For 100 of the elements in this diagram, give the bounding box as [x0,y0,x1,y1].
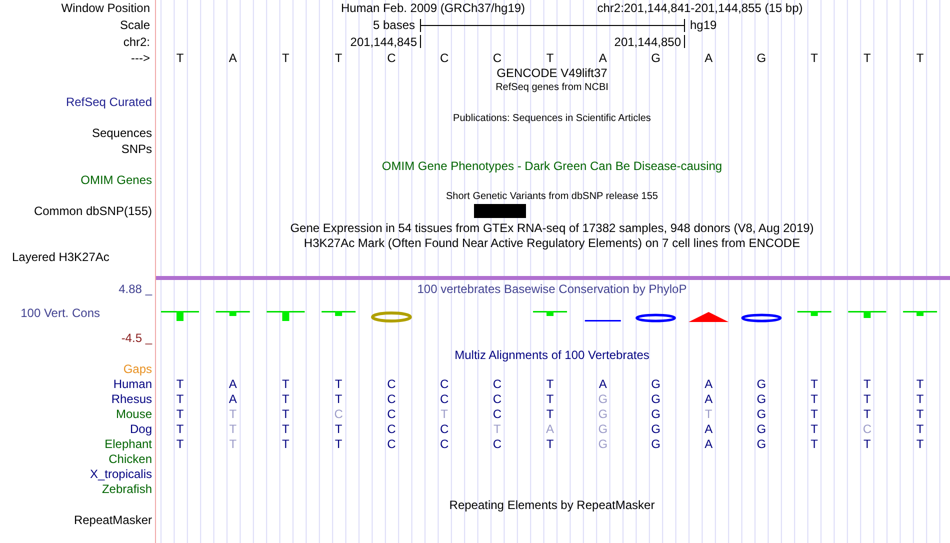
base-letter: G [598,422,608,436]
base-letter: G [756,392,766,406]
base-letter: A [228,51,237,65]
track-label: RepeatMasker [74,513,152,527]
species-label: Mouse [116,407,152,421]
base-letter: A [704,51,713,65]
base-letter: C [492,51,502,65]
track-label: chr2: [123,35,150,49]
track-label: OMIM Genes [80,173,152,187]
base-letter: T [176,377,184,391]
base-letter: T [334,392,342,406]
track-title: 100 vertebrates Basewise Conservation by PhyloP [417,282,687,296]
base-letter: A [704,422,713,436]
base-letter: C [492,407,502,421]
base-letter: C [440,422,449,436]
assembly-label: Human Feb. 2009 (GRCh37/hg19) [340,1,526,15]
track-title: Publications: Sequences in Scientific Articles [453,112,651,126]
base-letter: T [864,392,871,406]
base-letter: A [228,377,237,391]
base-letter: T [176,437,184,451]
base-letter: T [334,51,342,65]
base-letter: G [756,422,766,436]
track-label: Window Position [61,1,150,15]
base-letter: T [176,51,184,65]
base-letter: C [492,392,502,406]
base-letter: T [229,437,237,451]
base-letter: A [598,377,607,391]
base-letter: C [387,422,396,436]
base-letter: A [704,377,713,391]
track-title: Short Genetic Variants from dbSNP release 155 [446,190,658,204]
base-letter: T [229,407,237,421]
base-letter: T [229,422,237,436]
base-letter: T [916,51,924,65]
base-letter: T [916,437,924,451]
base-letter: C [440,377,449,391]
base-letter: T [864,377,871,391]
track-title: Repeating Elements by RepeatMasker [449,498,655,512]
base-letter: T [916,377,924,391]
species-label: Chicken [108,452,152,466]
track-label: RefSeq Curated [66,95,152,109]
base-letter: G [598,392,608,406]
species-label: Elephant [104,437,152,451]
base-letter: G [651,51,660,65]
base-letter: T [176,407,184,421]
track-title: Gene Expression in 54 tissues from GTEx RNA-seq of 17382 samples, 948 donors (V8, Aug 2019) [290,221,814,235]
base-letter: T [810,377,818,391]
base-letter: T [440,407,448,421]
base-letter: G [598,407,608,421]
coordinate-label: 201,144,850 [614,35,681,49]
base-letter: T [810,51,818,65]
base-letter: A [546,422,554,436]
base-letter: T [810,437,818,451]
base-letter: T [176,422,184,436]
base-letter: G [651,407,660,421]
species-label: Human [113,377,152,391]
base-letter: T [916,407,924,421]
base-letter: T [864,407,871,421]
base-letter: G [756,437,766,451]
base-letter: G [651,437,660,451]
base-letter: C [387,51,396,65]
base-letter: T [334,377,342,391]
base-letter: C [387,437,396,451]
base-letter: T [282,51,290,65]
base-letter: T [546,437,554,451]
base-letter: T [864,51,871,65]
base-letter: T [282,392,290,406]
base-letter: G [651,392,660,406]
base-letter: T [546,377,554,391]
species-label: Rhesus [111,392,152,406]
base-letter: C [387,407,396,421]
species-label: X_tropicalis [90,467,152,481]
scale-label: 5 bases [372,18,415,32]
track-label: Gaps [123,362,152,376]
base-letter: C [387,392,396,406]
species-label: Dog [130,422,152,436]
base-letter: T [282,437,290,451]
base-letter: C [440,437,449,451]
base-letter: T [916,422,924,436]
base-letter: A [704,437,713,451]
base-letter: T [493,422,501,436]
base-letter: G [651,377,660,391]
base-letter: T [810,407,818,421]
base-letter: G [756,407,766,421]
species-label: Zebrafish [102,482,152,496]
track-title: Multiz Alignments of 100 Vertebrates [454,348,650,362]
base-letter: C [492,377,502,391]
track-title: RefSeq genes from NCBI [496,81,608,95]
coordinate-label: 201,144,845 [350,35,417,49]
base-letter: T [546,392,554,406]
base-letter: A [228,392,237,406]
track-label: Sequences [92,126,152,140]
base-letter: T [546,51,554,65]
base-letter: T [810,392,818,406]
track-title: H3K27Ac Mark (Often Found Near Active Regulatory Elements) on 7 cell lines from ENCODE [304,236,800,250]
base-letter: G [598,437,608,451]
base-letter: C [334,407,343,421]
track-title: OMIM Gene Phenotypes - Dark Green Can Be Disease-causing [382,159,722,173]
base-letter: G [756,51,766,65]
strand-label: ---> [131,51,150,65]
track-title: GENCODE V49lift37 [496,66,608,80]
